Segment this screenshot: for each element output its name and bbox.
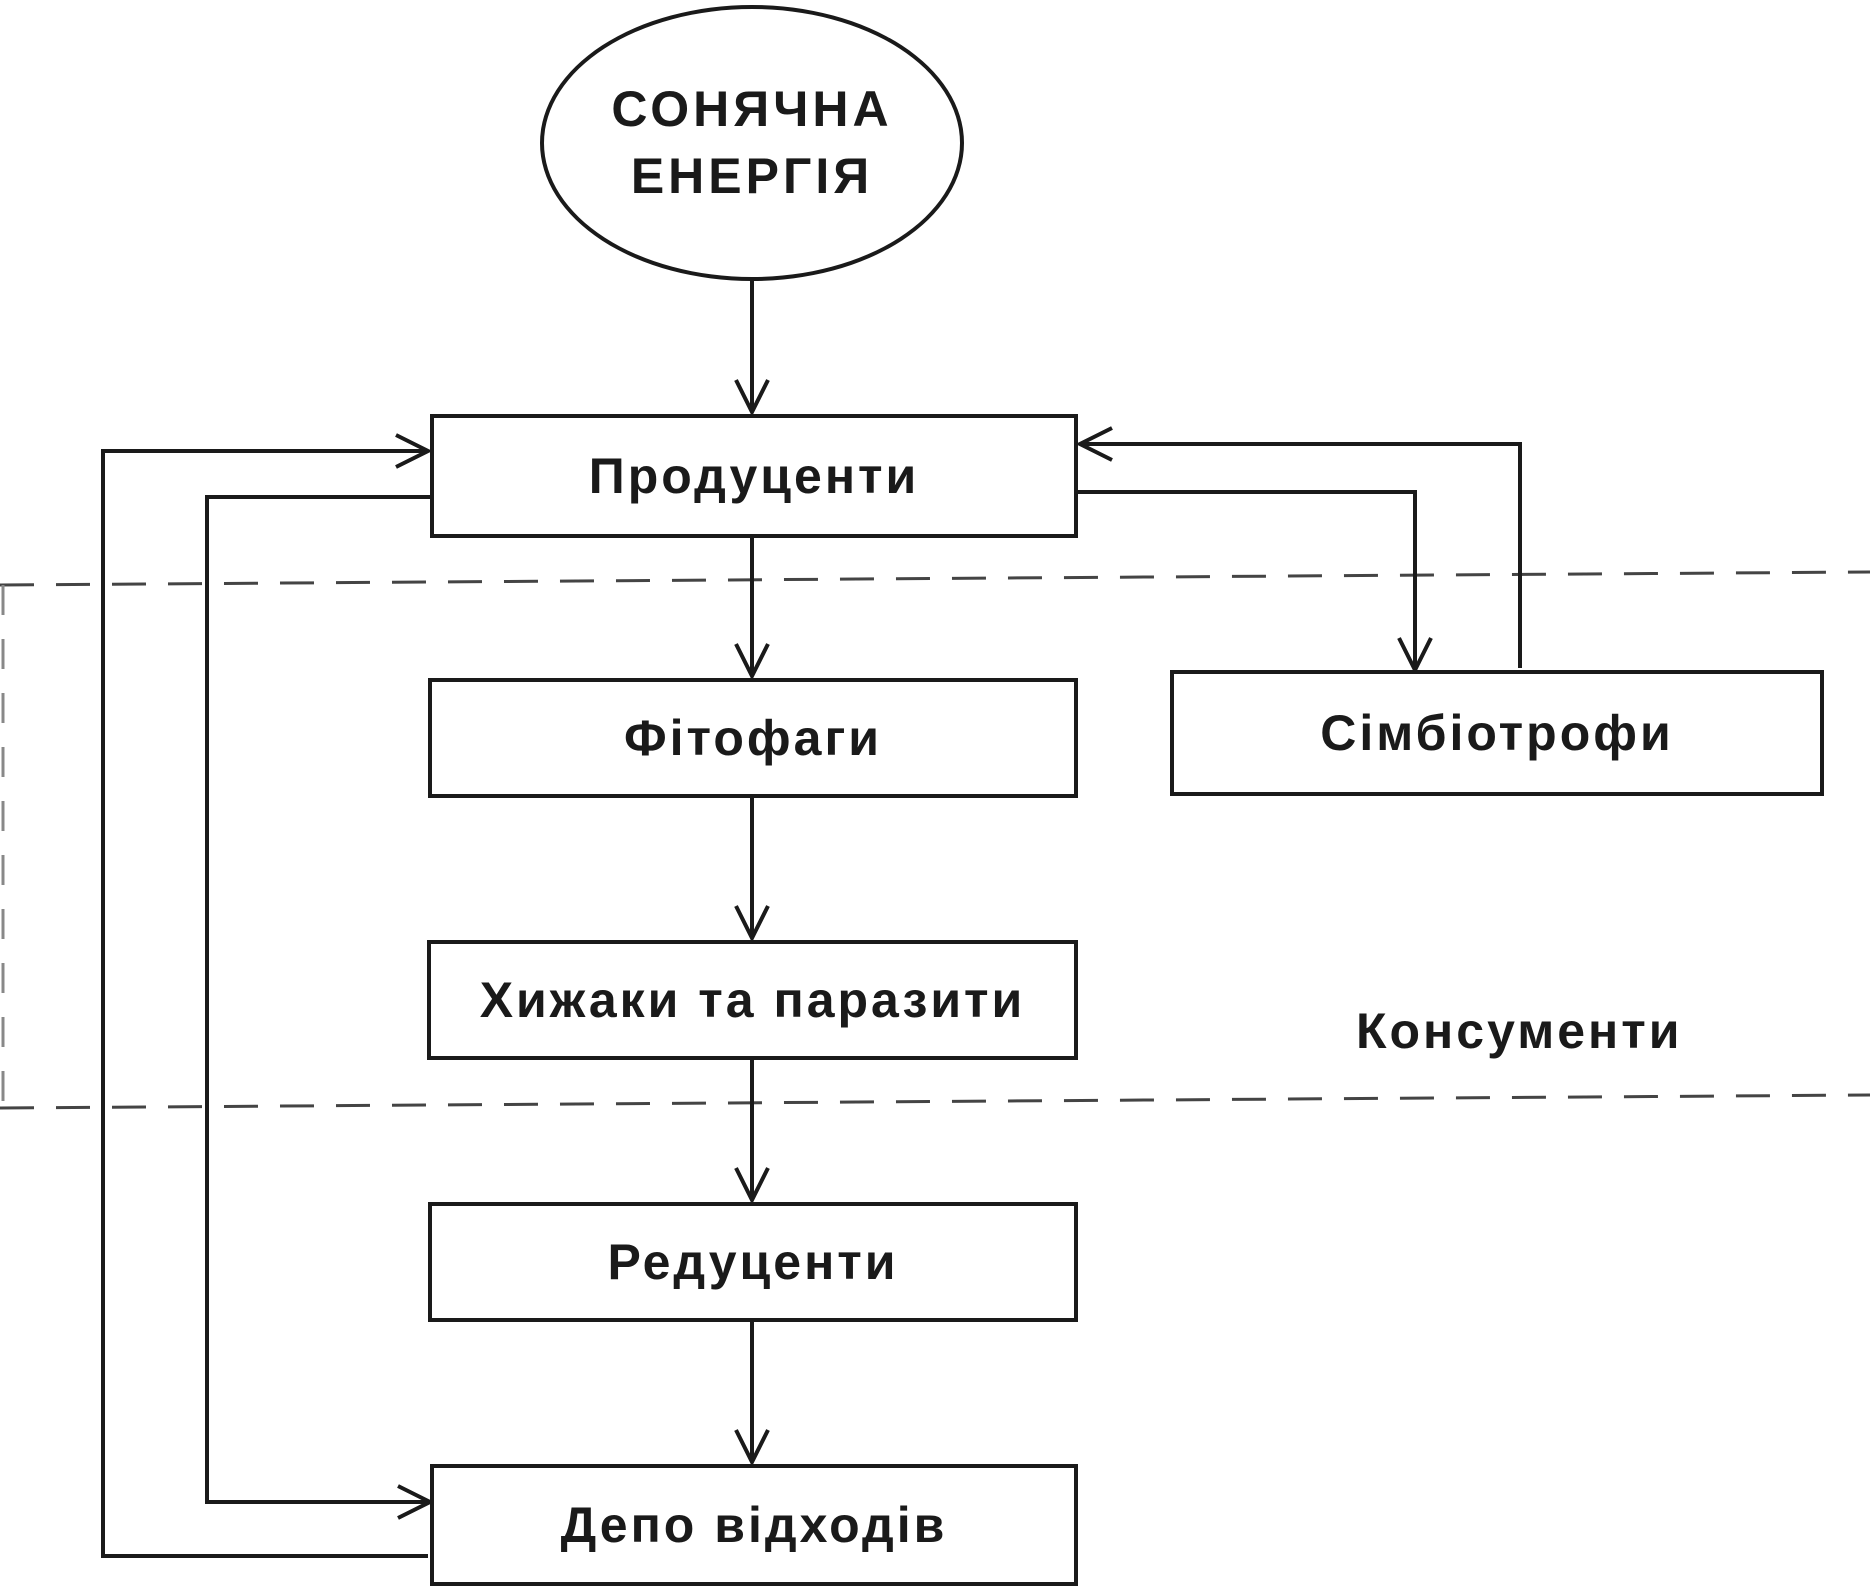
consumers-region-label: Консументи [1356, 1003, 1683, 1059]
arrow-waste-to-producers [101, 451, 428, 1558]
phytophages-label: Фітофаги [623, 710, 883, 766]
producers-label: Продуценти [588, 448, 920, 504]
consumers-region-top-border [0, 570, 1870, 587]
phytophages-node: Фітофаги [428, 678, 1078, 798]
consumers-region-bottom-border [0, 1093, 1870, 1110]
symbiotrophs-label: Сімбіотрофи [1320, 705, 1674, 761]
predators-parasites-label: Хижаки та паразити [479, 972, 1026, 1028]
solar-energy-line2: ЕНЕРГІЯ [630, 148, 874, 204]
predators-parasites-node: Хижаки та паразити [427, 940, 1078, 1060]
waste-depot-node: Депо відходів [430, 1464, 1078, 1586]
solar-energy-line1: СОНЯЧНА [611, 80, 893, 137]
producers-node: Продуценти [430, 414, 1078, 538]
arrow-producers-to-waste [205, 495, 430, 1502]
arrow-producers-to-symbiotrophs [1078, 490, 1415, 670]
symbiotrophs-node: Сімбіотрофи [1170, 670, 1824, 796]
reducers-node: Редуценти [428, 1202, 1078, 1322]
waste-depot-label: Депо відходів [560, 1497, 948, 1553]
arrow-symbiotrophs-to-producers [1080, 444, 1522, 668]
solar-energy-node: СОНЯЧНА ЕНЕРГІЯ [540, 5, 964, 281]
reducers-label: Редуценти [607, 1234, 899, 1290]
